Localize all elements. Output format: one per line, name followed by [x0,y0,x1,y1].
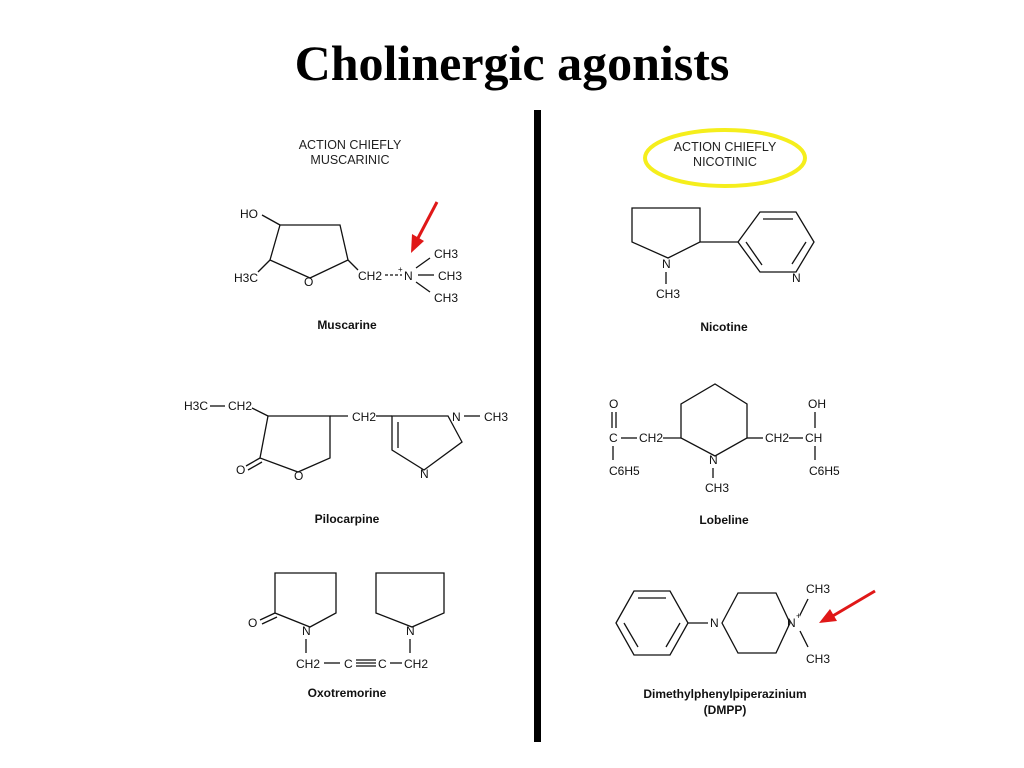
red-arrow-dmpp [819,589,876,623]
pyrrolidinone-n-label: N [302,624,311,638]
nicotinic-header-line1: ACTION CHIEFLY [673,140,777,154]
dmpp-structure: N N + CH3 CH3 [615,582,830,666]
lobeline-name: Lobeline [699,513,749,527]
lactone-ring [259,415,331,473]
ch3-bottom-label: CH3 [806,652,830,666]
ch2-label: CH2 [228,399,252,413]
nicotinic-header: ACTION CHIEFLY NICOTINIC [660,140,790,170]
piperazine-ring [721,592,791,654]
piperidine-n-label: N [709,453,718,467]
ring-o-label: O [294,469,303,483]
nicotine-structure: N CH3 N [631,207,815,301]
ch2-label-right: CH2 [404,657,428,671]
ch3-label-1: CH3 [434,247,458,261]
ch2-left-label: CH2 [639,431,663,445]
ch-label: CH [805,431,822,445]
dmpp-name: Dimethylphenylpiperazinium [643,687,807,701]
carbonyl-c-label: C [609,431,618,445]
pyrrolidinone-ring [274,572,337,628]
lobeline-structure: O C CH2 C6H5 N CH3 CH2 CH OH C6H5 [609,383,840,495]
piperazine-n1-label: N [710,616,719,630]
pilocarpine-structure: H3C CH2 O O CH2 N CH3 N [184,399,508,483]
muscarine-name: Muscarine [317,318,377,332]
n-ch3-label: CH3 [484,410,508,424]
ch2-bridge-label: CH2 [352,410,376,424]
svg-text:+: + [796,611,801,621]
ring-oxygen-label: O [304,275,313,289]
svg-text:+: + [398,265,403,274]
h3c-label: H3C [234,271,258,285]
muscarinic-header-line2: MUSCARINIC [310,153,390,167]
c6h5-left-label: C6H5 [609,464,640,478]
highlight-circle [643,128,807,188]
ch2-label-left: CH2 [296,657,320,671]
ch3-label-3: CH3 [434,291,458,305]
column-divider [534,110,541,742]
n-ch3-label: CH3 [656,287,680,301]
imidazole-ring [391,415,463,471]
pyridine-ring [737,211,815,273]
slide-title: Cholinergic agonists [294,35,730,91]
pilocarpine-name: Pilocarpine [314,512,380,526]
ch3-top-label: CH3 [806,582,830,596]
ch2-right-label: CH2 [765,431,789,445]
piperazine-n4-label: N [787,616,796,630]
oh-label: OH [808,397,826,411]
c6h5-right-label: C6H5 [809,464,840,478]
ho-label: HO [240,207,258,221]
pyrrolidine-n-label: N [406,624,415,638]
ch3-label-2: CH3 [438,269,462,283]
pyridine-n-label: N [792,271,801,285]
quaternary-n-label: N [404,269,413,283]
h3c-label: H3C [184,399,208,413]
phenyl-ring [615,590,689,656]
nicotine-n-label: N [662,257,671,271]
muscarinic-header-line1: ACTION CHIEFLY [298,138,402,152]
pyrrolidine-ring [375,572,445,628]
muscarine-structure: HO H3C O CH2 + N CH3 CH3 CH3 [234,207,462,305]
muscarinic-header: ACTION CHIEFLY MUSCARINIC [285,138,415,168]
nicotinic-header-line2: NICOTINIC [693,155,757,169]
alkyne-c1-label: C [344,657,353,671]
imidazole-n3-label: N [420,467,429,481]
ch2-label: CH2 [358,269,382,283]
oxotremorine-name: Oxotremorine [307,686,387,700]
pyrrolidine-ring [631,207,701,259]
ketone-o-label: O [609,397,618,411]
oxotremorine-structure: O N N CH2 C C CH2 [248,572,445,671]
red-arrow-muscarine [411,201,439,253]
n-ch3-label: CH3 [705,481,729,495]
imidazole-n1-label: N [452,410,461,424]
alkyne-c2-label: C [378,657,387,671]
nicotine-name: Nicotine [700,320,748,334]
piperidine-ring [680,383,748,457]
carbonyl-o-label: O [236,463,245,477]
oxo-o-label: O [248,616,257,630]
muscarine-ring [269,224,349,279]
dmpp-abbrev: (DMPP) [703,703,747,717]
